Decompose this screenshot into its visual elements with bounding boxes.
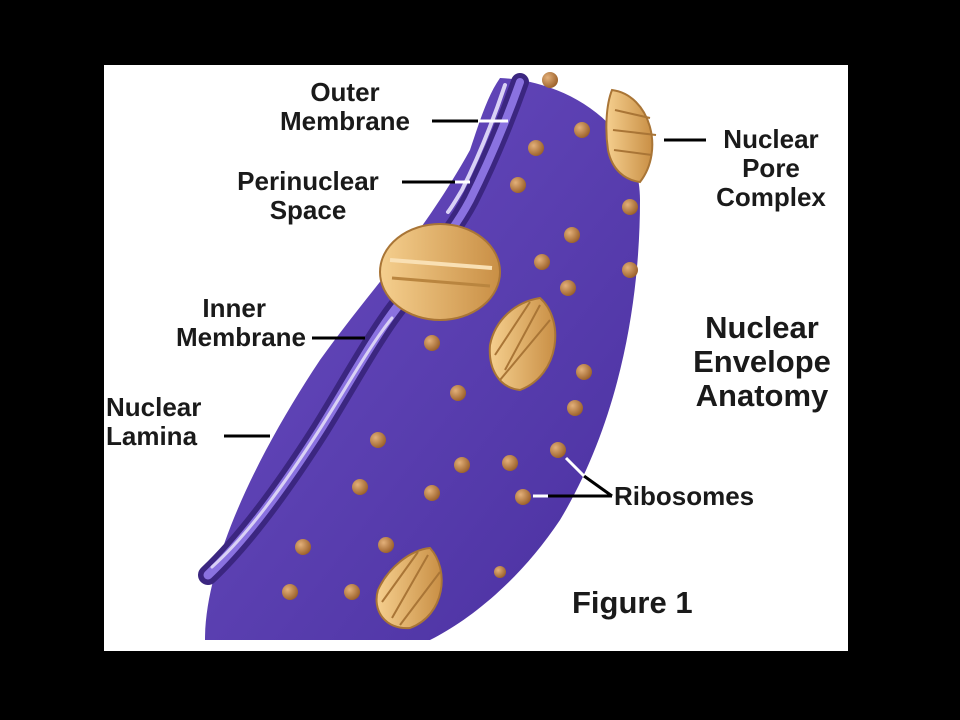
ribosome bbox=[515, 489, 531, 505]
figure-title: Nuclear Envelope Anatomy bbox=[693, 310, 831, 413]
ribosome bbox=[352, 479, 368, 495]
perinuclear-gap-upper bbox=[446, 83, 507, 214]
ribosome bbox=[567, 400, 583, 416]
label-perinuclear-space: Perinuclear Space bbox=[237, 166, 379, 225]
ribosome bbox=[502, 455, 518, 471]
ribosome bbox=[564, 227, 580, 243]
outer-membrane-strand-highlight bbox=[446, 78, 524, 236]
ribosome bbox=[424, 335, 440, 351]
ribosome bbox=[576, 364, 592, 380]
label-outer-membrane: Outer Membrane bbox=[279, 77, 411, 136]
ribosomes-group bbox=[282, 72, 638, 600]
ribosome bbox=[622, 262, 638, 278]
perinuclear-gap-lower bbox=[210, 316, 394, 569]
ribosome bbox=[528, 140, 544, 156]
ribosome bbox=[550, 442, 566, 458]
label-ribosomes: Ribosomes bbox=[614, 481, 755, 511]
pore-complex-top-right bbox=[605, 88, 657, 184]
ribosome bbox=[424, 485, 440, 501]
pore-complex-central bbox=[379, 223, 501, 321]
label-inner-membrane: Inner Membrane bbox=[175, 293, 306, 352]
figure-caption: Figure 1 bbox=[572, 585, 693, 620]
ribosome bbox=[542, 72, 558, 88]
ribosome bbox=[282, 584, 298, 600]
ribosome bbox=[344, 584, 360, 600]
pore-complex-bottom bbox=[375, 546, 443, 630]
pore-complex-middle bbox=[488, 296, 557, 392]
ribosome bbox=[295, 539, 311, 555]
leader-ribosomes-upper bbox=[583, 474, 613, 498]
label-nuclear-lamina: Nuclear Lamina bbox=[106, 392, 202, 451]
ribosome bbox=[510, 177, 526, 193]
ribosome bbox=[378, 537, 394, 553]
nuclear-envelope-body bbox=[205, 78, 640, 640]
ribosome bbox=[450, 385, 466, 401]
leader-lines bbox=[224, 119, 706, 498]
ribosome bbox=[534, 254, 550, 270]
ribosome bbox=[370, 432, 386, 448]
ribosome bbox=[622, 199, 638, 215]
ribosome bbox=[494, 566, 506, 578]
ribosome bbox=[454, 457, 470, 473]
ribosome bbox=[560, 280, 576, 296]
ribosome bbox=[574, 122, 590, 138]
label-nuclear-pore-complex: Nuclear Pore Complex bbox=[716, 124, 826, 212]
